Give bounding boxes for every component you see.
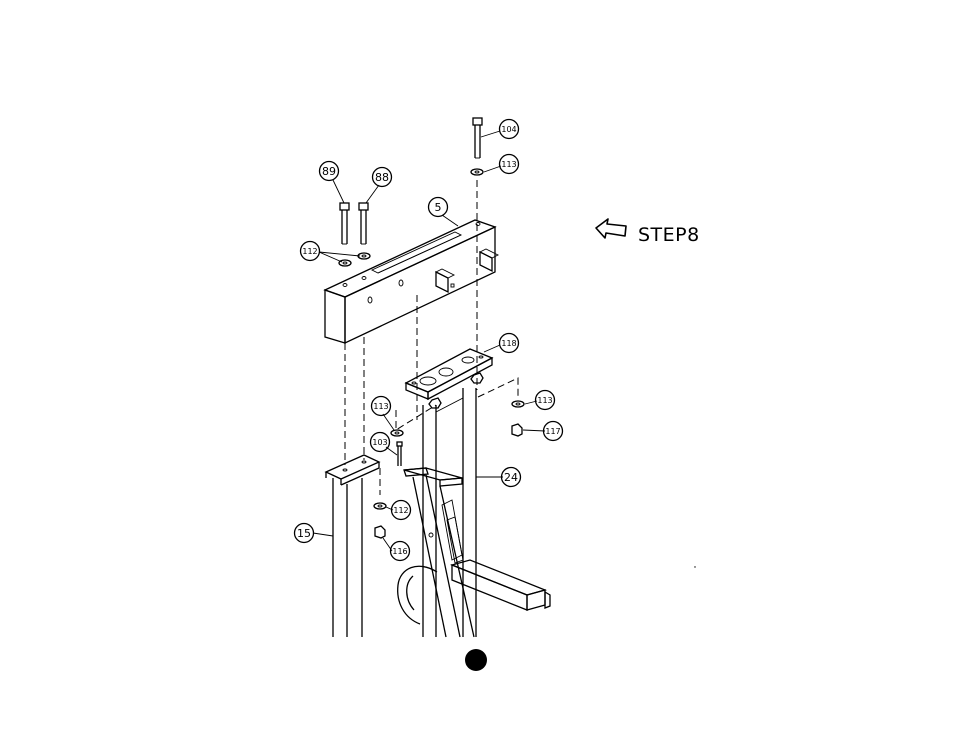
svg-text:88: 88 [375, 171, 389, 184]
bolt-89 [340, 203, 349, 244]
nut-117 [512, 424, 522, 436]
plate-118 [406, 349, 492, 399]
callout-113-left: 113 [372, 397, 391, 416]
callout-117: 117 [544, 422, 563, 441]
callout-15: 15 [295, 524, 314, 543]
callout-112-top: 112 [301, 242, 320, 261]
callout-116: 116 [391, 542, 410, 561]
nuts-under-plate [429, 373, 483, 408]
callout-113-top: 113 [500, 155, 519, 174]
svg-text:112: 112 [302, 247, 317, 256]
hollow-left-arrow-icon [596, 219, 626, 238]
svg-text:117: 117 [545, 427, 560, 436]
front-post-15 [326, 455, 379, 637]
svg-text:113: 113 [373, 402, 388, 411]
svg-text:113: 113 [501, 160, 516, 169]
svg-text:103: 103 [372, 438, 387, 447]
callout-103: 103 [371, 433, 390, 452]
step-label: STEP8 [638, 224, 700, 246]
crossbar-5 [325, 220, 498, 343]
svg-text:118: 118 [501, 339, 516, 348]
washer-113-top [471, 169, 483, 175]
speck [694, 566, 695, 567]
washer-112-bottom [374, 503, 386, 509]
bolt-88 [359, 203, 368, 244]
svg-text:15: 15 [297, 527, 311, 540]
washer-113-left [391, 430, 403, 436]
callout-118: 118 [500, 334, 519, 353]
callout-104: 104 [500, 120, 519, 139]
callout-24: 24 [502, 468, 521, 487]
svg-text:112: 112 [393, 506, 408, 515]
bolt-103 [397, 442, 402, 466]
callout-5: 5 [429, 198, 448, 217]
filled-circle-icon [465, 649, 487, 671]
svg-text:5: 5 [435, 201, 442, 214]
nut-116 [375, 526, 385, 538]
upright-post-24 [423, 388, 476, 637]
callout-113-right: 113 [536, 391, 555, 410]
callout-89: 89 [320, 162, 339, 181]
bolt-104 [473, 118, 482, 158]
alignment-lines [345, 180, 518, 495]
svg-text:116: 116 [392, 547, 407, 556]
washer-113-right [512, 401, 524, 407]
callout-88: 88 [373, 168, 392, 187]
pulley-wheel [398, 566, 437, 624]
callout-112-bottom: 112 [392, 501, 411, 520]
svg-text:104: 104 [501, 125, 516, 134]
svg-text:89: 89 [322, 165, 336, 178]
svg-text:113: 113 [537, 396, 552, 405]
washer-112-top [339, 253, 370, 266]
svg-text:24: 24 [504, 471, 518, 484]
